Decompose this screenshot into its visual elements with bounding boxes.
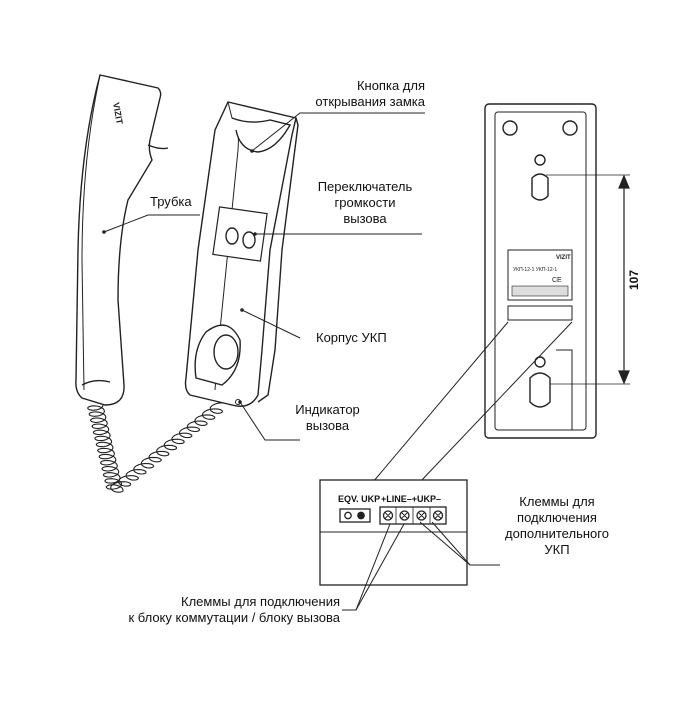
label-lock-button-line-1: Кнопка для bbox=[356, 78, 425, 93]
label-extra-terminals-line-3: дополнительного bbox=[505, 526, 609, 541]
mount-hole-top bbox=[534, 154, 546, 166]
keyhole-top bbox=[531, 173, 549, 201]
label-call-indicator-line-1: Индикатор bbox=[295, 402, 360, 417]
leader-indicator bbox=[239, 401, 300, 441]
leader-lines bbox=[103, 112, 500, 611]
label-call-indicator: Индикатор вызова bbox=[285, 402, 370, 434]
leader-switch-terminals-2 bbox=[355, 523, 405, 611]
label-handset: Трубка bbox=[150, 194, 192, 209]
back-plate bbox=[484, 103, 597, 439]
screw-hole-top-left bbox=[502, 120, 518, 136]
volume-knob-a bbox=[225, 227, 239, 245]
volume-knob-b bbox=[242, 231, 256, 249]
coiled-cord bbox=[87, 402, 231, 493]
label-extra-terminals-line-4: УКП bbox=[544, 542, 570, 557]
dimension-107 bbox=[546, 174, 630, 385]
leader-handset bbox=[103, 214, 200, 233]
back-plate-logo: VIZIT bbox=[556, 255, 571, 261]
label-switch-terminals: Клеммы для подключения к блоку коммутаци… bbox=[80, 594, 340, 626]
zoom-lines bbox=[372, 321, 573, 483]
label-plate-strip bbox=[511, 285, 569, 297]
leader-lock-button bbox=[251, 112, 425, 152]
body-side bbox=[257, 117, 299, 403]
back-plate-model: УКП-12-1 УКП-12-1 bbox=[513, 267, 557, 273]
handset-outline bbox=[75, 74, 162, 406]
label-extra-terminals-line-1: Клеммы для bbox=[519, 494, 595, 509]
terminal-block-zoom bbox=[319, 479, 468, 586]
keyhole-bottom bbox=[529, 372, 551, 408]
speaker-hole bbox=[213, 334, 239, 370]
label-extra-terminals: Клеммы для подключения дополнительного У… bbox=[487, 494, 627, 558]
terminal-strip-back bbox=[507, 305, 573, 321]
terminal-block-outline bbox=[319, 479, 468, 586]
dimension-value: 107 bbox=[627, 270, 641, 290]
handset bbox=[75, 74, 169, 406]
handset-logo: VIZIT bbox=[111, 102, 125, 126]
leader-arrowheads bbox=[102, 149, 257, 404]
label-switch-terminals-line-1: Клеммы для подключения bbox=[181, 594, 340, 609]
handset-earpiece bbox=[147, 144, 169, 150]
back-plate-ce: CE bbox=[552, 277, 562, 284]
leader-body bbox=[241, 309, 301, 339]
line-ukp-label: +LINE–+UKP– bbox=[381, 494, 441, 504]
label-call-indicator-line-2: вызова bbox=[305, 418, 350, 433]
intercom-body bbox=[184, 101, 299, 407]
eqv-label: EQV. UKP bbox=[338, 494, 380, 504]
label-volume-switch-line-2: громкости bbox=[334, 195, 396, 210]
screw-hole-top-right bbox=[562, 120, 578, 136]
leader-extra-terminals-2 bbox=[419, 521, 471, 566]
label-lock-button: Кнопка для открывания замка bbox=[300, 78, 425, 110]
handset-side bbox=[81, 74, 101, 391]
label-extra-terminals-line-2: подключения bbox=[517, 510, 597, 525]
label-switch-terminals-line-2: к блоку коммутации / блоку вызова bbox=[128, 610, 340, 625]
cable-channel bbox=[556, 349, 573, 430]
label-body: Корпус УКП bbox=[316, 330, 387, 345]
label-volume-switch-line-3: вызова bbox=[343, 211, 387, 226]
label-volume-switch: Переключатель громкости вызова bbox=[295, 179, 435, 227]
body-top-cradle bbox=[231, 117, 292, 153]
label-lock-button-line-2: открывания замка bbox=[315, 94, 425, 109]
volume-panel bbox=[212, 206, 268, 262]
handset-bottom bbox=[81, 379, 111, 386]
mount-hole-bottom bbox=[534, 356, 546, 368]
label-volume-switch-line-1: Переключатель bbox=[317, 179, 413, 194]
